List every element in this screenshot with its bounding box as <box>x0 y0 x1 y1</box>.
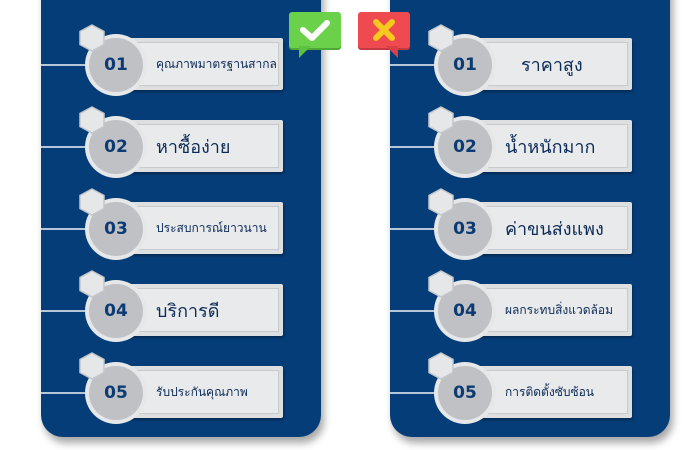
cons-item-4: ผลกระทบสิ่งแวดล้อม 04 <box>390 270 640 342</box>
cons-item-2: น้ำหนักมาก 02 <box>390 106 640 178</box>
hexagon-icon <box>79 188 105 216</box>
number-circle: 03 <box>85 198 147 260</box>
connector-line <box>41 310 91 312</box>
cross-icon <box>373 19 395 41</box>
hexagon-icon <box>428 106 454 134</box>
pros-panel: คุณภาพมาตรฐานสากล 01 หาซื้อง่าย 02 ประสบ… <box>41 0 321 437</box>
hexagon-icon <box>428 352 454 380</box>
connector-line <box>390 310 440 312</box>
number-circle: 01 <box>85 34 147 96</box>
connector-line <box>390 228 440 230</box>
pros-item-2: หาซื้อง่าย 02 <box>41 106 291 178</box>
badge-tail <box>299 46 311 58</box>
hexagon-icon <box>79 106 105 134</box>
hexagon-icon <box>428 270 454 298</box>
connector-line <box>390 146 440 148</box>
connector-line <box>390 64 440 66</box>
cons-panel: ราคาสูง 01 น้ำหนักมาก 02 ค่าขนส่งแพง 03 … <box>390 0 670 437</box>
connector-line <box>390 392 440 394</box>
item-number: 05 <box>89 366 143 420</box>
pros-item-5: รับประกันคุณภาพ 05 <box>41 352 291 424</box>
badge-tail <box>386 46 398 58</box>
hexagon-icon <box>428 188 454 216</box>
hexagon-icon <box>79 270 105 298</box>
cons-item-3: ค่าขนส่งแพง 03 <box>390 188 640 260</box>
connector-line <box>41 64 91 66</box>
cons-item-1: ราคาสูง 01 <box>390 24 640 96</box>
connector-line <box>41 228 91 230</box>
hexagon-icon <box>79 352 105 380</box>
pros-badge <box>289 12 341 58</box>
item-number: 03 <box>438 202 492 256</box>
number-circle: 04 <box>85 280 147 342</box>
pros-item-1: คุณภาพมาตรฐานสากล 01 <box>41 24 291 96</box>
cons-badge <box>358 12 410 58</box>
connector-line <box>41 146 91 148</box>
hexagon-icon <box>428 24 454 52</box>
item-number: 04 <box>89 284 143 338</box>
pros-item-3: ประสบการณ์ยาวนาน 03 <box>41 188 291 260</box>
item-number: 04 <box>438 284 492 338</box>
connector-line <box>41 392 91 394</box>
hexagon-icon <box>79 24 105 52</box>
number-circle: 05 <box>85 362 147 424</box>
pros-item-4: บริการดี 04 <box>41 270 291 342</box>
checkmark-icon <box>300 20 330 41</box>
cons-item-5: การติดตั้งซับซ้อน 05 <box>390 352 640 424</box>
